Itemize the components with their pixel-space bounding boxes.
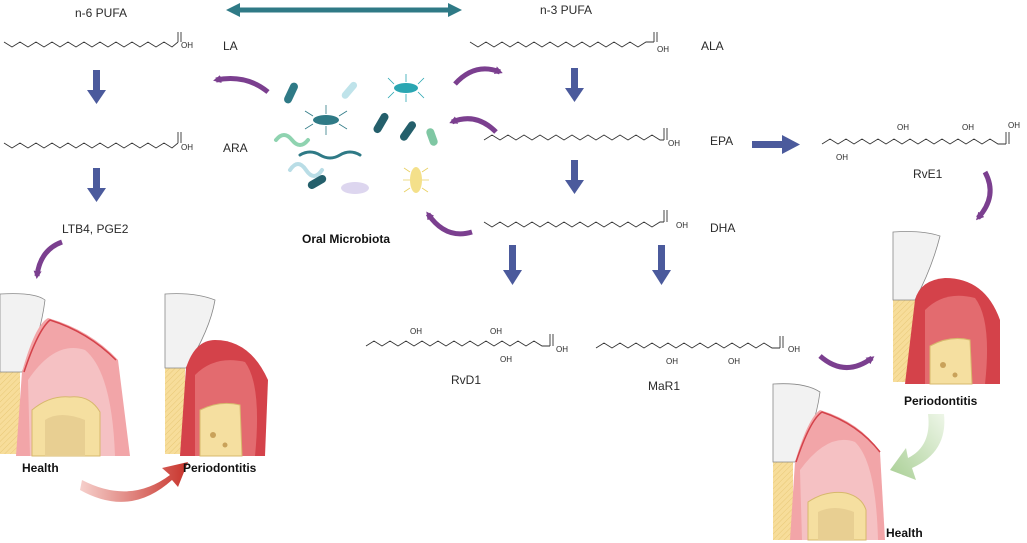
periodontitis-left-label: Periodontitis xyxy=(183,461,257,475)
ala-structure: OH xyxy=(469,32,669,54)
bacteria-icon xyxy=(274,74,438,194)
rve1-oh-3: OH xyxy=(836,153,848,162)
rvd1-oh-1: OH xyxy=(410,327,422,336)
la-label: LA xyxy=(223,39,238,53)
curved-arrow-icon xyxy=(80,462,188,502)
mar1-structure: OH OH OH xyxy=(595,336,800,366)
mar1-oh-1: OH xyxy=(666,357,678,366)
dha-oh: OH xyxy=(676,221,688,230)
mediators-label: LTB4, PGE2 xyxy=(62,222,129,236)
rvd1-oh-3: OH xyxy=(500,355,512,364)
mar1-label: MaR1 xyxy=(648,379,680,393)
curved-arrow-icon xyxy=(890,414,945,480)
down-arrow-icon xyxy=(503,245,522,285)
rvd1-label: RvD1 xyxy=(451,373,481,387)
curved-arrow-icon xyxy=(975,170,993,221)
mar1-oh-2: OH xyxy=(728,357,740,366)
health-left-label: Health xyxy=(22,461,59,475)
la-oh: OH xyxy=(181,41,193,50)
rve1-oh-1: OH xyxy=(897,123,909,132)
rvd1-structure: OH OH OH OH xyxy=(365,327,568,364)
n6-pufa-title: n-6 PUFA xyxy=(75,6,127,20)
rve1-label: RvE1 xyxy=(913,167,943,181)
periodontitis-right-label: Periodontitis xyxy=(904,394,978,408)
rve1-structure: OH OH OH OH xyxy=(821,121,1020,162)
epa-oh: OH xyxy=(668,139,680,148)
mar1-oh-acid: OH xyxy=(788,345,800,354)
ara-oh: OH xyxy=(181,143,193,152)
right-arrow-icon xyxy=(752,135,800,154)
ala-oh: OH xyxy=(657,45,669,54)
epa-label: EPA xyxy=(710,134,733,148)
curved-arrow-icon xyxy=(449,116,498,134)
rvd1-oh-2: OH xyxy=(490,327,502,336)
down-arrow-icon xyxy=(565,160,584,194)
ara-structure: OH xyxy=(3,132,193,152)
la-structure: OH xyxy=(3,32,193,50)
microbiota-label: Oral Microbiota xyxy=(302,232,390,246)
rve1-oh-2: OH xyxy=(962,123,974,132)
down-arrow-icon xyxy=(652,245,671,285)
curved-arrow-icon xyxy=(213,75,270,94)
epa-structure: OH xyxy=(483,128,680,148)
ala-label: ALA xyxy=(701,39,724,53)
down-arrow-icon xyxy=(87,168,106,202)
dha-label: DHA xyxy=(710,221,735,235)
curved-arrow-icon xyxy=(818,354,875,370)
curved-arrow-icon xyxy=(33,239,63,279)
dha-structure: OH xyxy=(483,210,688,230)
tooth-periodontitis-left xyxy=(164,293,268,457)
tooth-health-left xyxy=(0,293,130,457)
down-arrow-icon xyxy=(565,68,584,102)
rvd1-oh-acid: OH xyxy=(556,345,568,354)
tooth-periodontitis-right xyxy=(892,231,1000,385)
ara-label: ARA xyxy=(223,141,248,155)
curved-arrow-icon xyxy=(453,66,503,86)
rve1-oh-acid: OH xyxy=(1008,121,1020,130)
curved-arrow-icon xyxy=(425,211,473,237)
n3-pufa-title: n-3 PUFA xyxy=(540,3,592,17)
double-arrow-icon xyxy=(226,3,462,17)
tooth-health-right xyxy=(772,383,885,541)
health-right-label: Health xyxy=(886,526,923,540)
down-arrow-icon xyxy=(87,70,106,104)
